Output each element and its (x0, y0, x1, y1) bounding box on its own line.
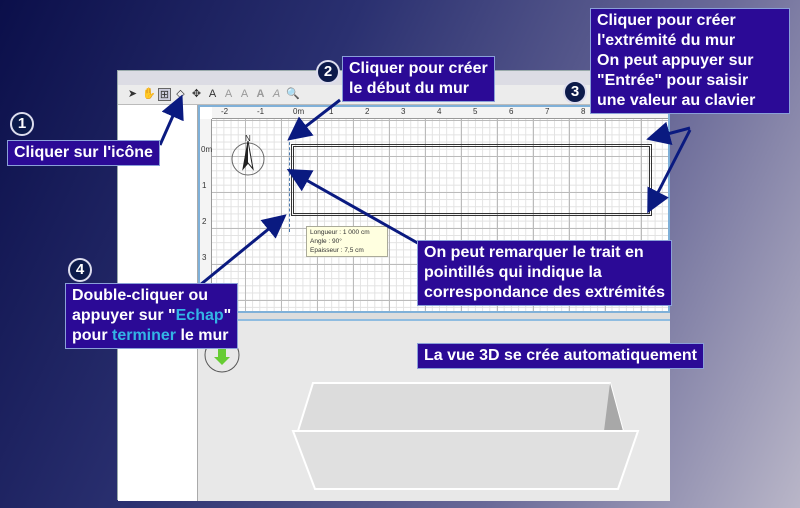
callout-text: pointillés qui indique la (424, 264, 602, 281)
callout-text: Double-cliquer ou (72, 287, 208, 304)
callout-text: pour (72, 327, 112, 344)
callout-text: Cliquer pour créer (597, 12, 736, 29)
zoom-in-icon[interactable]: 🔍 (286, 88, 300, 100)
callout-highlight: Echap (175, 307, 224, 324)
callout-text: On peut remarquer le trait en (424, 244, 644, 261)
sweet-home-3d-window: ➤ ✋ ⊞ ◇ ✥ A A A A A 🔍 -2 -1 0m 1 2 3 4 5… (117, 70, 670, 501)
callout-highlight: terminer (112, 327, 177, 344)
3d-wall-render (204, 337, 640, 490)
ruler-label: 5 (473, 107, 478, 116)
ruler-label: 8 (581, 107, 586, 116)
callout-dashed-line: On peut remarquer le trait en pointillés… (417, 240, 672, 306)
callout-text: le mur (176, 327, 229, 344)
ruler-label: 7 (545, 107, 550, 116)
callout-text: l'extrémité du mur (597, 32, 736, 49)
step-number-4: 4 (68, 258, 92, 282)
callout-text: "Entrée" pour saisir (597, 72, 749, 89)
callout-3d-view: La vue 3D se crée automatiquement (417, 343, 704, 369)
ruler-label: -1 (257, 107, 265, 116)
add-text-icon[interactable]: A (208, 88, 217, 100)
navigation-arrow-icon (214, 349, 230, 365)
bold-icon[interactable]: A (256, 88, 265, 100)
callout-text: La vue 3D se crée automatiquement (424, 347, 697, 364)
ruler-label: 1 (202, 181, 207, 190)
tooltip-thickness: Epaisseur : 7,5 cm (310, 247, 364, 254)
select-arrow-icon[interactable]: ➤ (127, 88, 138, 100)
left-ruler: 0m 1 2 3 (200, 119, 212, 311)
callout-step-1: Cliquer sur l'icône (7, 140, 160, 166)
step-number-1: 1 (10, 112, 34, 136)
callout-text: correspondance des extrémités (424, 284, 665, 301)
ruler-label: 3 (401, 107, 406, 116)
compass-icon: N (231, 134, 265, 176)
ruler-label: 0m (293, 107, 305, 116)
tooltip-angle: Angle : 90° (310, 238, 342, 245)
wall-tooltip: Longueur : 1 000 cm Angle : 90° Epaisseu… (306, 226, 388, 257)
pan-hand-icon[interactable]: ✋ (142, 88, 156, 100)
ruler-label: 2 (365, 107, 370, 116)
callout-text: Cliquer sur l'icône (14, 144, 153, 161)
ruler-label: 4 (437, 107, 442, 116)
step-number-2: 2 (316, 60, 340, 84)
callout-text: On peut appuyer sur (597, 52, 754, 69)
ruler-label: 1 (329, 107, 334, 116)
ruler-label: -2 (221, 107, 229, 116)
italic-icon[interactable]: A (272, 88, 281, 100)
callout-text: appuyer sur " (72, 307, 176, 324)
create-rooms-icon[interactable]: ◇ (176, 88, 185, 100)
tooltip-length: Longueur : 1 000 cm (310, 229, 370, 236)
pane-splitter[interactable] (198, 313, 670, 321)
ruler-label: 0m (201, 145, 213, 154)
text-style-icon[interactable]: A (224, 88, 233, 100)
callout-text: le début du mur (349, 80, 469, 97)
callout-step-3: Cliquer pour créer l'extrémité du mur On… (590, 8, 790, 114)
callout-text: Cliquer pour créer (349, 60, 488, 77)
ruler-label: 2 (202, 217, 207, 226)
ruler-label: 3 (202, 253, 207, 262)
callout-text: " (223, 307, 232, 324)
step-number-3: 3 (563, 80, 587, 104)
callout-step-4: Double-cliquer ou appuyer sur "Echap" po… (65, 283, 239, 349)
text-size-icon[interactable]: A (240, 88, 249, 100)
create-dimensions-icon[interactable]: ✥ (191, 88, 202, 100)
callout-step-2: Cliquer pour créer le début du mur (342, 56, 495, 102)
callout-text: une valeur au clavier (597, 92, 756, 109)
ruler-label: 6 (509, 107, 514, 116)
compass-label: N (245, 134, 251, 143)
